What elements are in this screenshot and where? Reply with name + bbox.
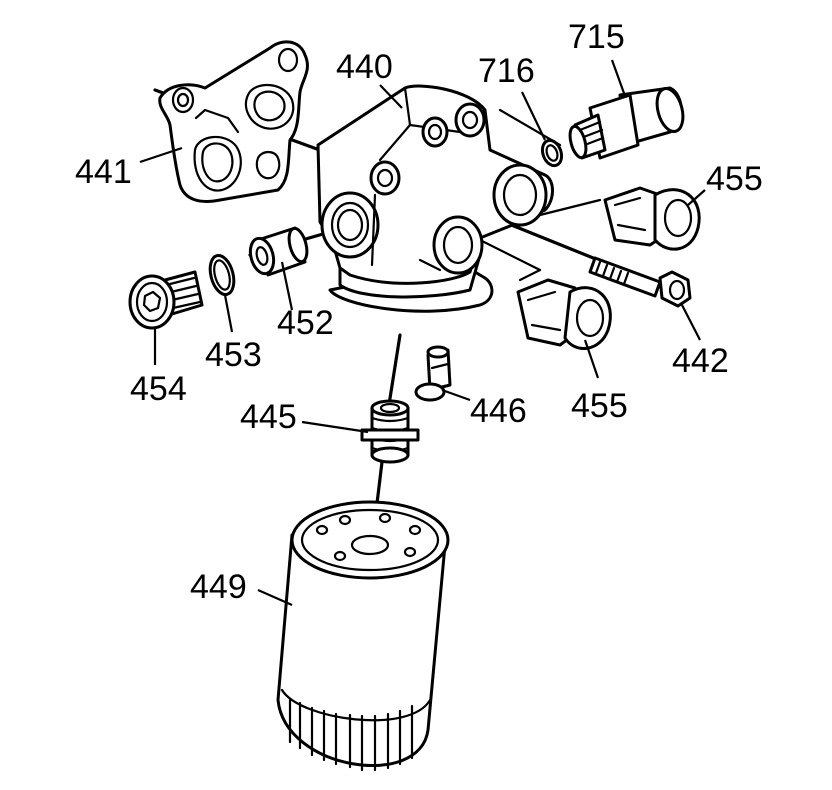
callout-445: 445	[240, 398, 297, 436]
callout-715: 715	[568, 18, 625, 56]
oil-filter-449	[276, 500, 450, 772]
threaded-fitting-445	[360, 399, 420, 464]
check-valve-446	[414, 345, 452, 402]
gasket-441	[158, 40, 309, 203]
callout-716: 716	[478, 52, 535, 90]
o-ring-716	[540, 138, 564, 168]
fitting-455-upper	[603, 186, 701, 251]
callout-449: 449	[190, 568, 247, 606]
callout-446: 446	[470, 392, 527, 430]
callout-455-upper: 455	[706, 160, 763, 198]
fitting-455-lower	[516, 278, 612, 350]
o-ring-453	[208, 253, 236, 297]
plug-454	[128, 270, 204, 330]
callout-442: 442	[672, 342, 729, 380]
callout-453: 453	[205, 336, 262, 374]
sensor-715	[568, 86, 685, 160]
callout-454: 454	[130, 370, 187, 408]
callout-440: 440	[336, 48, 393, 86]
valve-452	[248, 226, 309, 277]
callout-455-lower: 455	[571, 387, 628, 425]
callout-441: 441	[75, 153, 132, 191]
bolt-442	[588, 256, 692, 308]
callout-labels: 441 440 716 715 455 452 453 454 442 455 …	[75, 18, 763, 606]
callout-452: 452	[277, 304, 334, 342]
leader-lines	[139, 59, 706, 607]
adapter-body-440	[316, 84, 554, 313]
